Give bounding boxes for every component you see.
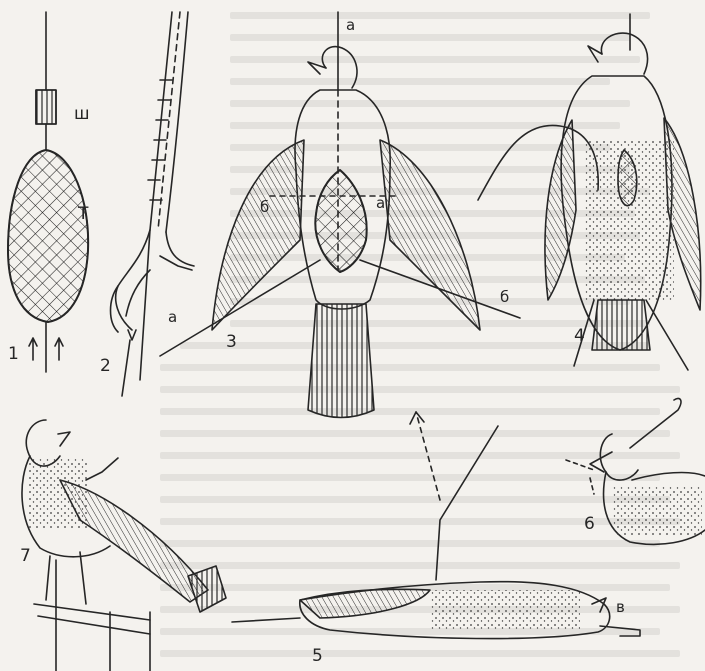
label-fig3-a-right: а — [376, 196, 385, 211]
label-fig7: 7 — [20, 548, 31, 565]
fig5-lying-bird-drawing — [232, 412, 640, 639]
label-tampon: Т — [78, 206, 88, 223]
label-fig1: 1 — [8, 346, 19, 363]
label-fig5: 5 — [312, 648, 323, 665]
fig1-tampon-drawing — [8, 12, 88, 372]
label-fig5-v: в — [616, 600, 625, 615]
label-fig3: 3 — [226, 334, 237, 351]
fig7-bird-on-perch-drawing — [22, 420, 226, 671]
label-fig4: 4 — [574, 328, 585, 345]
fig2-leg-drawing — [111, 12, 195, 396]
label-fig3-a-left: а — [168, 310, 177, 325]
label-shelk: ш — [74, 106, 90, 123]
label-fig6: 6 — [584, 516, 595, 533]
fig4-stuffed-bird-drawing — [478, 14, 701, 370]
fig3-body-drawing — [160, 12, 520, 418]
label-fig3-a-top: а — [346, 18, 355, 33]
label-fig3-b-left: б — [260, 200, 269, 215]
label-fig3-b-right: б — [500, 290, 509, 305]
label-fig2: 2 — [100, 358, 111, 375]
